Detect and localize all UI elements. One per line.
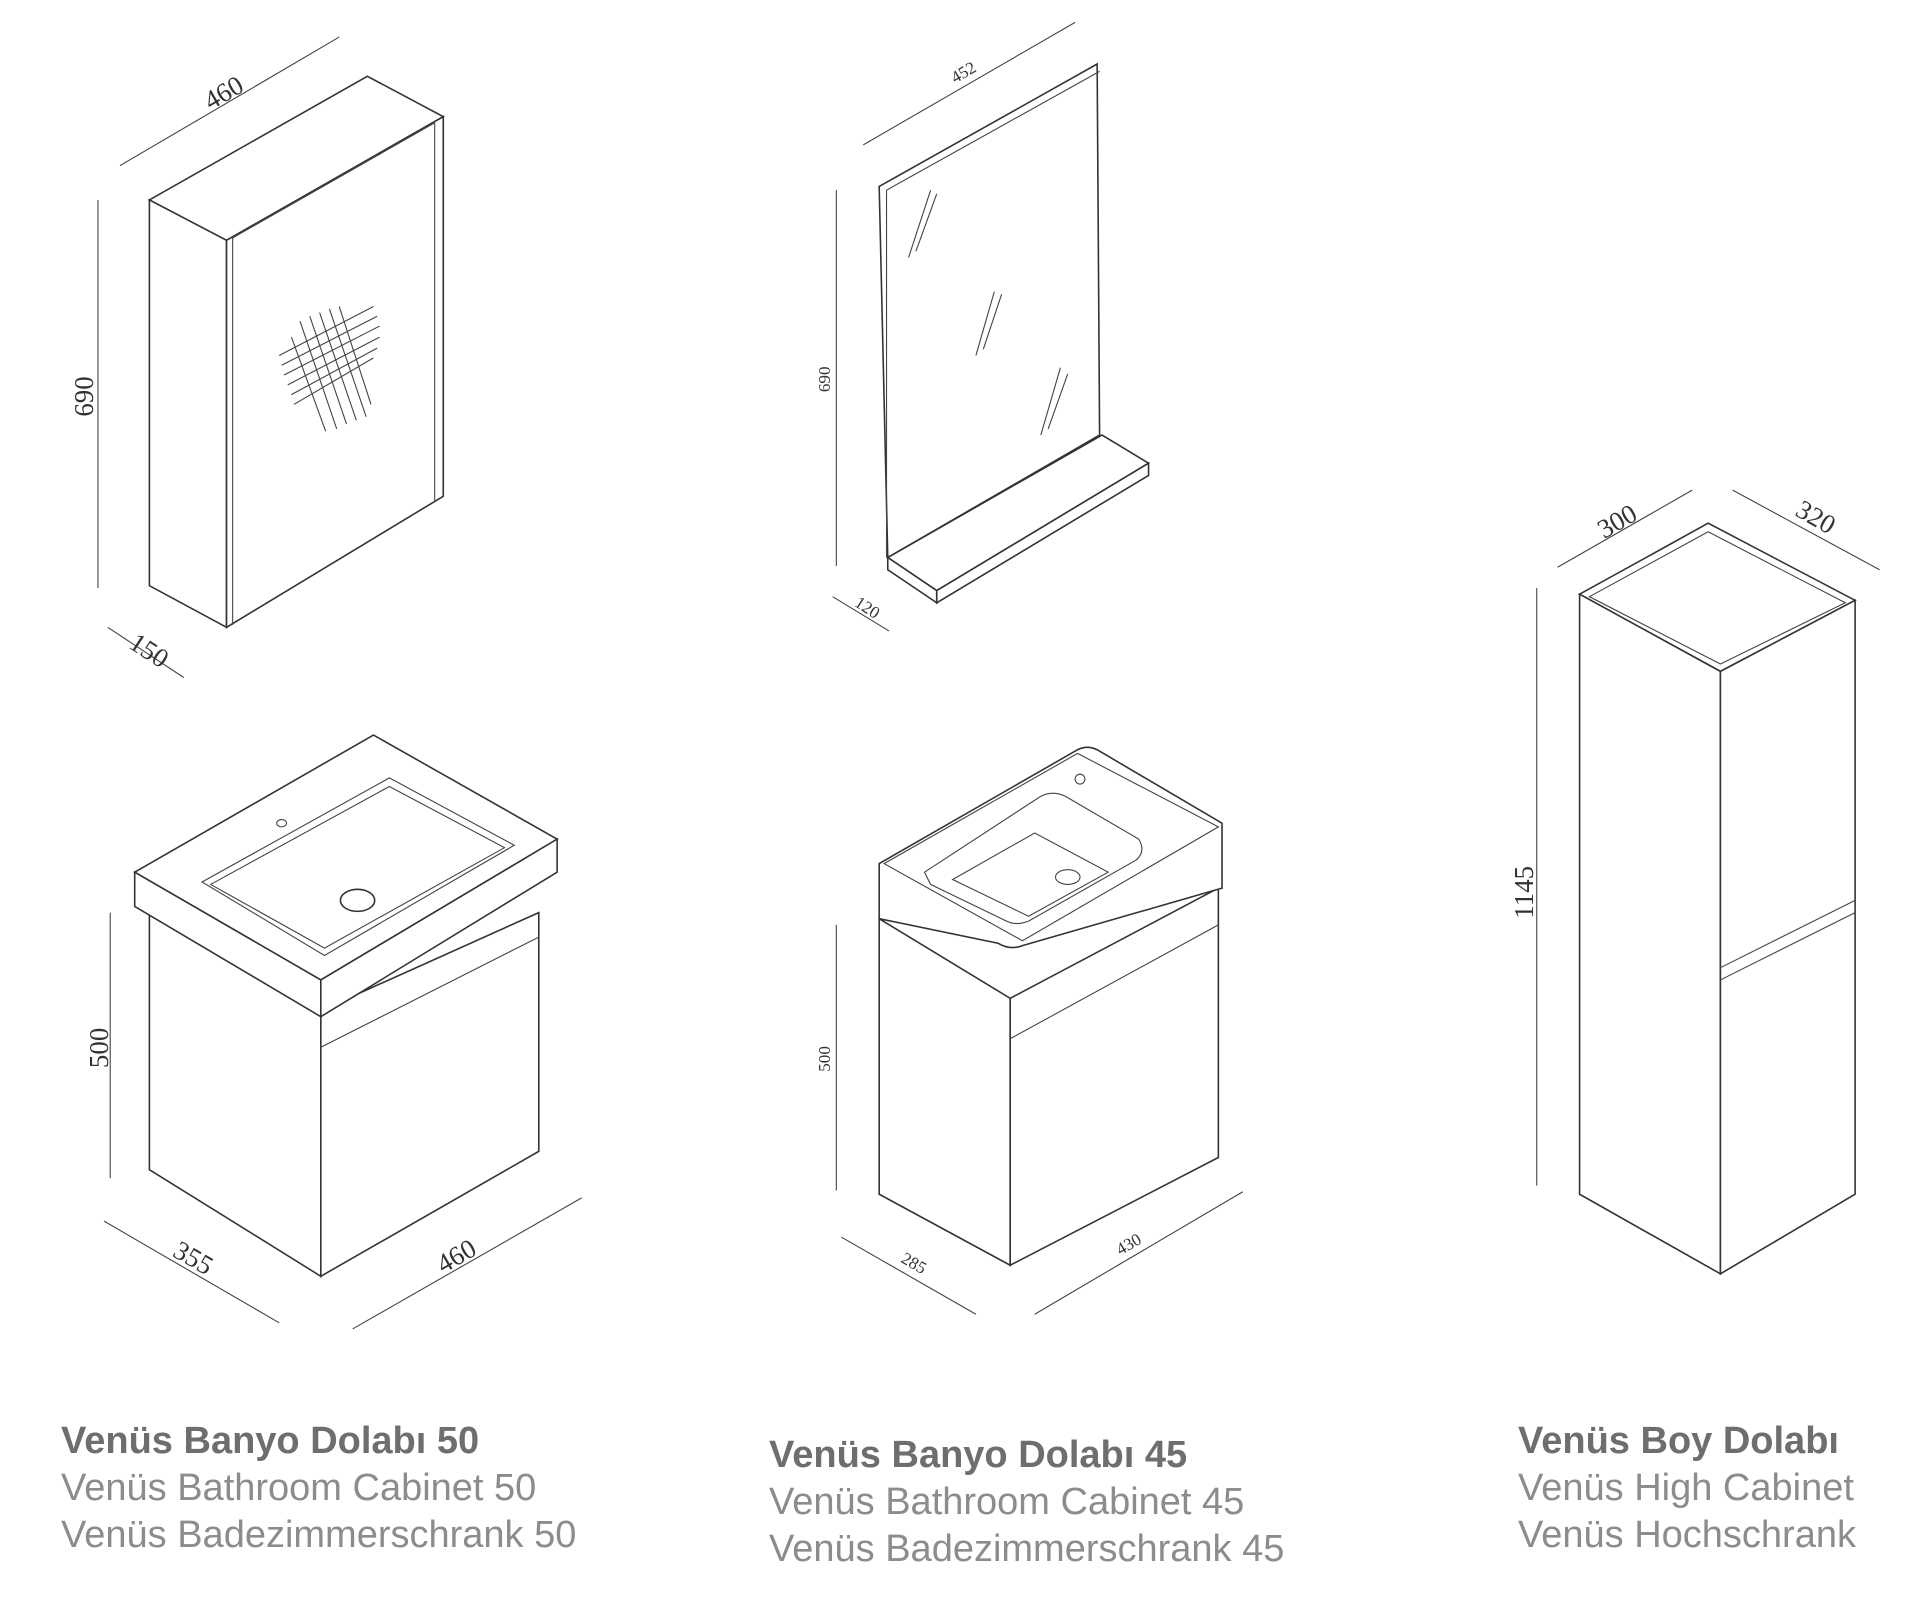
dim-mirror-depth: 120 [851, 593, 883, 623]
mirror-drawing: 452 690 120 [815, 21, 1151, 632]
caption-high-cabinet: Venüs Boy Dolabı Venüs High Cabinet Venü… [1518, 1418, 1856, 1559]
caption-vanity-50: Venüs Banyo Dolabı 50 Venüs Bathroom Cab… [61, 1418, 576, 1559]
caption-english: Venüs Bathroom Cabinet 50 [61, 1467, 537, 1509]
vanity-50-drawing: 500 355 460 [84, 734, 582, 1330]
dim-vanity-50-depth: 355 [168, 1235, 218, 1281]
caption-title: Venüs Banyo Dolabı 50 [61, 1420, 480, 1462]
high-cabinet-drawing: 300 320 1145 [1509, 489, 1880, 1276]
dim-mirror-width: 452 [948, 58, 980, 87]
dim-mirror-height: 690 [815, 366, 834, 392]
dim-mirror-cabinet-height: 690 [69, 376, 99, 416]
caption-german: Venüs Badezimmerschrank 50 [61, 1514, 577, 1556]
dim-high-cabinet-height: 1145 [1509, 866, 1539, 919]
dim-vanity-45-width: 430 [1113, 1230, 1145, 1259]
mirror-cabinet-drawing: 460 690 150 [69, 36, 445, 678]
caption-german: Venüs Hochschrank [1518, 1514, 1856, 1556]
dim-high-cabinet-depth: 320 [1791, 494, 1841, 540]
dim-vanity-45-height: 500 [815, 1046, 834, 1072]
dim-vanity-50-width: 460 [431, 1233, 481, 1279]
caption-vanity-45: Venüs Banyo Dolabı 45 Venüs Bathroom Cab… [769, 1432, 1284, 1573]
dim-vanity-50-height: 500 [84, 1028, 114, 1068]
caption-english: Venüs High Cabinet [1518, 1467, 1854, 1509]
caption-title: Venüs Banyo Dolabı 45 [769, 1434, 1188, 1476]
caption-title: Venüs Boy Dolabı [1518, 1420, 1839, 1462]
caption-english: Venüs Bathroom Cabinet 45 [769, 1481, 1245, 1523]
dim-mirror-cabinet-width: 460 [199, 70, 249, 116]
dim-vanity-45-depth: 285 [898, 1249, 930, 1278]
caption-german: Venüs Badezimmerschrank 45 [769, 1528, 1285, 1570]
vanity-45-drawing: 500 285 430 [815, 746, 1244, 1315]
dim-high-cabinet-width: 300 [1592, 498, 1642, 544]
